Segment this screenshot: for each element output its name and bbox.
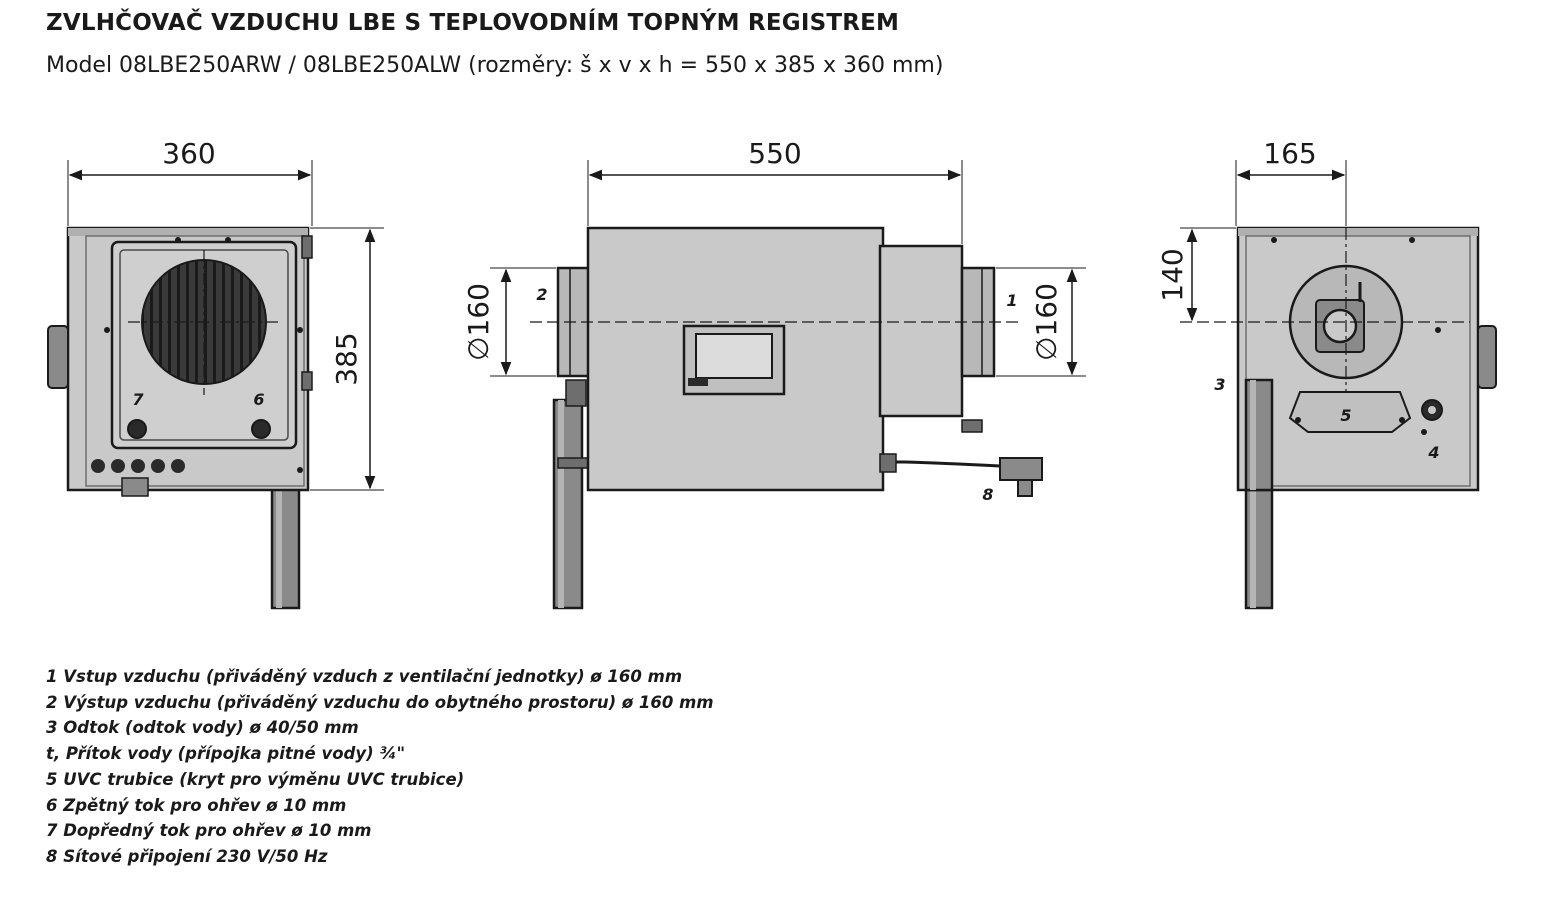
- uvc-cover: [1288, 391, 1412, 433]
- callout-5: 5: [1340, 406, 1351, 425]
- rear-view: 165 140 3 5 4: [1156, 137, 1497, 610]
- page-title: ZVLHČOVAČ VZDUCHU LBE S TEPLOVODNÍM TOPN…: [46, 10, 900, 36]
- callout-7-front: 7: [132, 390, 144, 409]
- page-subtitle: Model 08LBE250ARW / 08LBE250ALW (rozměry…: [46, 53, 944, 78]
- front-view: 360 385 7 6: [47, 137, 384, 610]
- legend-item: 2 Výstup vzduchu (přiváděný vzduchu do o…: [46, 692, 714, 712]
- bottom-connectors: [91, 459, 185, 497]
- dim-left-height: 385: [330, 332, 363, 385]
- callout-4: 4: [1427, 443, 1439, 462]
- rear-side-handle: [1477, 325, 1497, 389]
- heating-return-port: [251, 419, 271, 439]
- heating-forward-port: [127, 419, 147, 439]
- power-plug: [999, 457, 1043, 481]
- legend-item: 6 Zpětný tok pro ohřev ø 10 mm: [46, 795, 347, 815]
- legend-item: 7 Dopředný tok pro ohřev ø 10 mm: [46, 821, 372, 841]
- dim-right-height: 140: [1156, 248, 1189, 301]
- dim-right-width: 165: [1263, 137, 1316, 170]
- front-side-handle: [47, 325, 69, 389]
- legend-item: t, Přítok vody (přípojka pitné vody) ¾": [46, 744, 406, 764]
- side-rear-extension: [878, 244, 964, 418]
- callout-8: 8: [982, 485, 993, 504]
- callout-6-front: 6: [253, 390, 264, 409]
- callout-2: 2: [536, 285, 547, 304]
- dim-left-width: 360: [162, 137, 215, 170]
- side-view: 550 ∅160 ∅160 2 1 8: [462, 137, 1086, 610]
- legend-item: 8 Sítové připojení 230 V/50 Hz: [46, 846, 328, 866]
- power-cable: [883, 460, 1001, 468]
- legend-list: 1 Vstup vzduchu (přiváděný vzduch z vent…: [46, 664, 714, 870]
- callout-1: 1: [1006, 291, 1017, 310]
- dim-middle-dia-left: ∅160: [462, 283, 495, 361]
- legend-item: 3 Odtok (odtok vody) ø 40/50 mm: [46, 718, 359, 738]
- dim-middle-width: 550: [748, 137, 801, 170]
- legend-item: 1 Vstup vzduchu (přiváděný vzduch z vent…: [46, 667, 683, 686]
- dim-middle-dia-right: ∅160: [1030, 283, 1063, 361]
- legend-item: 5 UVC trubice (kryt pro výměnu UVC trubi…: [46, 769, 465, 789]
- callout-3: 3: [1214, 375, 1225, 394]
